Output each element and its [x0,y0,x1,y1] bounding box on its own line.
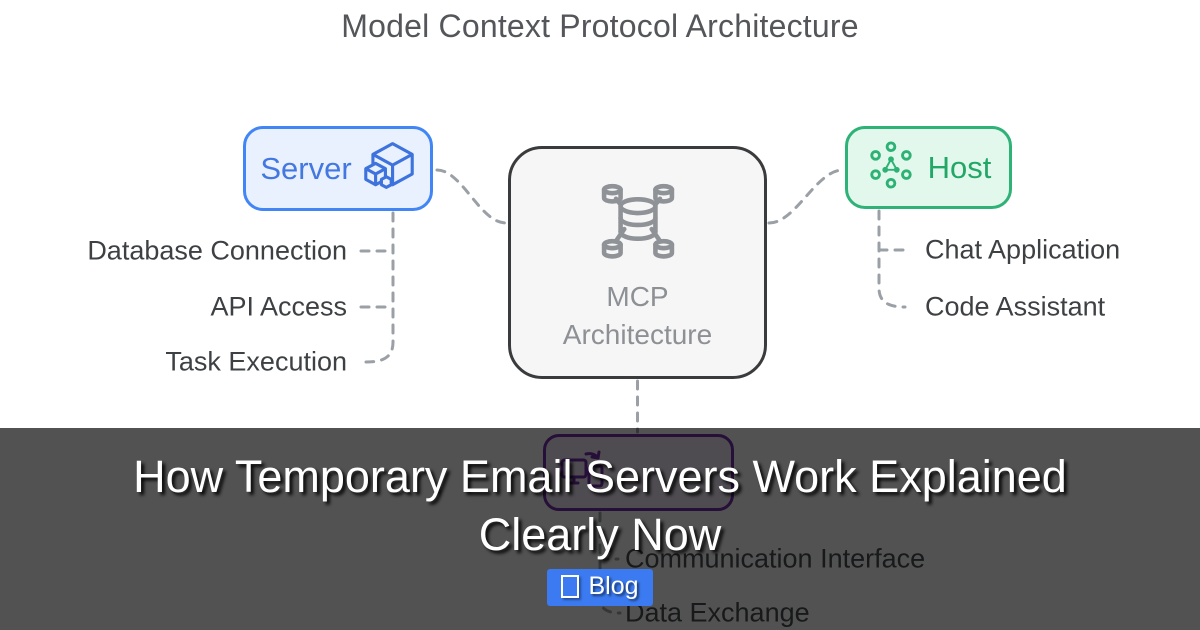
banner-headline-line1: How Temporary Email Servers Work Explain… [133,451,1067,502]
label-code-assistant: Code Assistant [925,291,1106,322]
package-cube-icon [362,141,416,196]
mcp-label: MCP Architecture [563,278,712,354]
mcp-label-line2: Architecture [562,319,713,350]
label-chat-application: Chat Application [925,234,1121,265]
host-label: Host [927,149,992,185]
page-title: Model Context Protocol Architecture [341,8,859,44]
node-server: Server [243,126,433,211]
banner-headline-line2: Clearly Now [478,509,722,560]
banner-headline: How Temporary Email Servers Work Explain… [0,448,1200,564]
connector-host-tree [877,209,907,309]
node-mcp-architecture: MCP Architecture [508,146,767,379]
label-task-execution: Task Execution [165,346,347,377]
connector-mcp-host [767,168,845,225]
label-database-connection: Database Connection [87,235,347,266]
database-network-icon [594,175,682,268]
server-label: Server [260,150,352,186]
missing-glyph-box-icon [561,575,580,598]
network-nodes-icon [866,140,916,195]
connector-server-tree [364,211,395,364]
connector-server-mcp [435,168,508,225]
blog-button-label: Blog [588,572,639,600]
banner-overlay: How Temporary Email Servers Work Explain… [0,428,1200,630]
label-api-access: API Access [210,291,347,322]
blog-button[interactable]: Blog [547,569,653,606]
mcp-label-line1: MCP [606,281,669,312]
node-host: Host [845,126,1012,209]
